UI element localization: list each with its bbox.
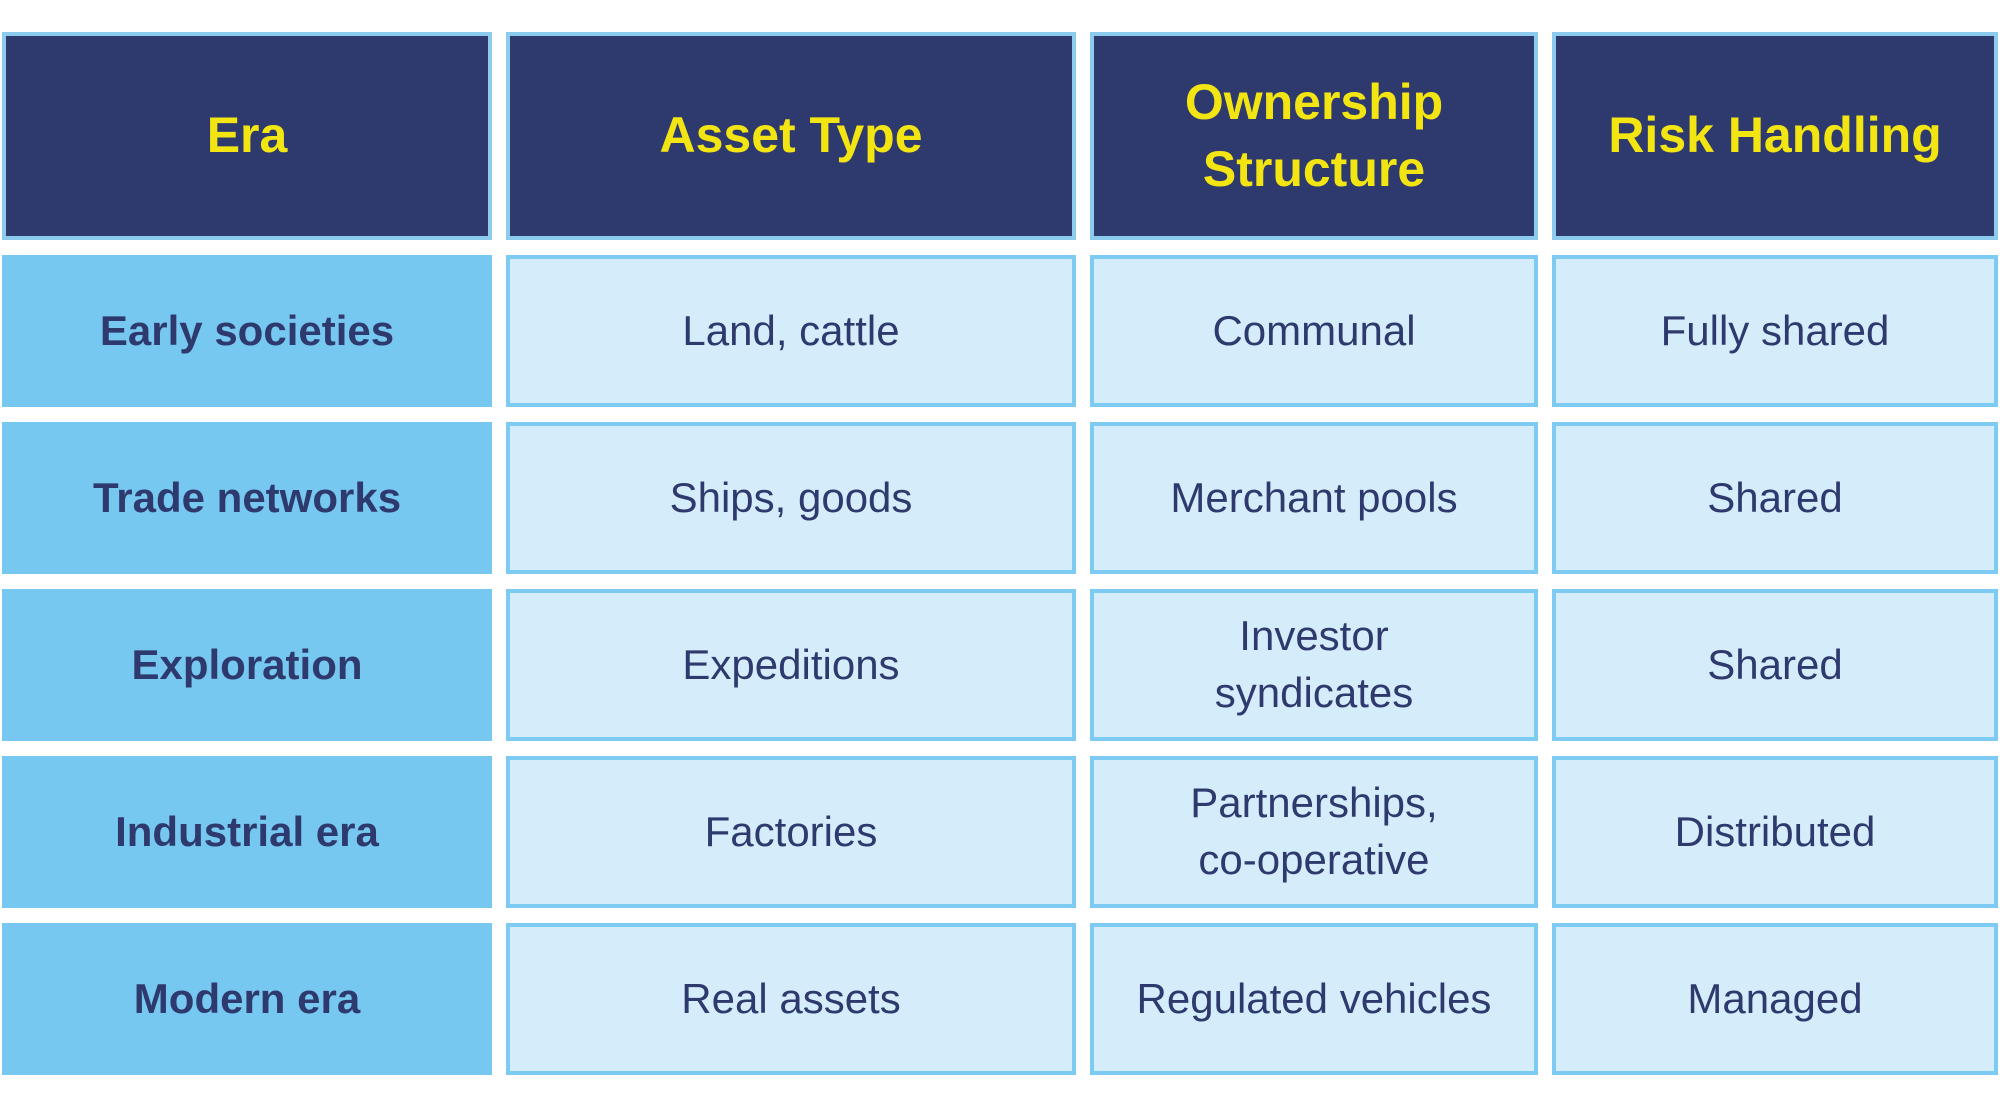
cell-risk-handling-row-2: Shared	[1552, 422, 1998, 574]
cell-ownership-structure-row-2: Merchant pools	[1090, 422, 1538, 574]
cell-risk-handling-row-4: Distributed	[1552, 756, 1998, 908]
row-label-exploration: Exploration	[2, 589, 492, 741]
cell-asset-type-row-3: Expeditions	[506, 589, 1076, 741]
cell-risk-handling-row-3: Shared	[1552, 589, 1998, 741]
cell-ownership-structure-row-1: Communal	[1090, 255, 1538, 407]
cell-risk-handling-row-5: Managed	[1552, 923, 1998, 1075]
cell-ownership-structure-row-4: Partnerships, co-operative	[1090, 756, 1538, 908]
row-label-trade-networks: Trade networks	[2, 422, 492, 574]
cell-asset-type-row-5: Real assets	[506, 923, 1076, 1075]
cell-ownership-structure-row-5: Regulated vehicles	[1090, 923, 1538, 1075]
row-label-early-societies: Early societies	[2, 255, 492, 407]
row-label-industrial-era: Industrial era	[2, 756, 492, 908]
column-header-risk-handling: Risk Handling	[1552, 32, 1998, 240]
column-header-asset-type: Asset Type	[506, 32, 1076, 240]
cell-asset-type-row-1: Land, cattle	[506, 255, 1076, 407]
column-header-era: Era	[2, 32, 492, 240]
cell-asset-type-row-2: Ships, goods	[506, 422, 1076, 574]
row-label-modern-era: Modern era	[2, 923, 492, 1075]
cell-asset-type-row-4: Factories	[506, 756, 1076, 908]
column-header-ownership-structure: Ownership Structure	[1090, 32, 1538, 240]
cell-risk-handling-row-1: Fully shared	[1552, 255, 1998, 407]
cell-ownership-structure-row-3: Investor syndicates	[1090, 589, 1538, 741]
